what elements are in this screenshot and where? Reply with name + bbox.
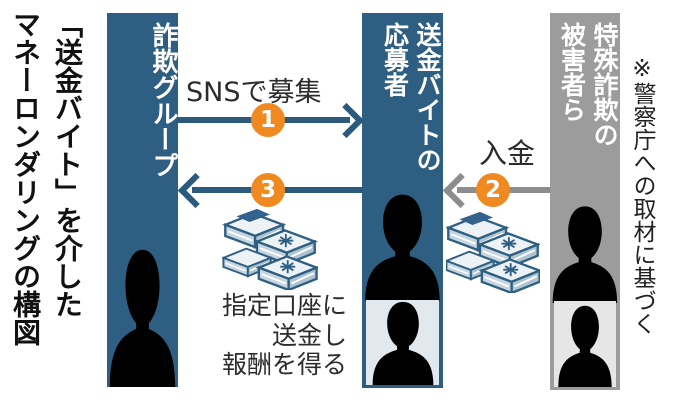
column-fraud-victims: 特殊詐欺の 被害者ら <box>550 13 620 390</box>
banknotes-icon <box>446 211 540 293</box>
arrow-right-icon <box>328 102 365 139</box>
column-remittance-applicants-label: 送金バイトの 応募者 <box>380 22 443 172</box>
person-silhouette-icon <box>365 194 440 301</box>
source-note: ※警察庁への取材に基づく <box>629 56 655 335</box>
applicant-card <box>366 300 439 385</box>
column-remittance-applicants: 送金バイトの 応募者 <box>362 13 443 388</box>
person-silhouette-icon <box>109 249 176 387</box>
step-2-badge: 2 <box>476 173 510 207</box>
banknotes-icon <box>222 208 318 290</box>
victim-card <box>554 301 616 387</box>
person-silhouette-icon <box>552 206 618 303</box>
step-1-badge: 1 <box>251 103 285 137</box>
person-silhouette-icon <box>558 305 612 387</box>
flow-deposit-label: 入金 <box>479 137 536 170</box>
column-fraud-victims-label: 特殊詐欺の 被害者ら <box>557 22 620 147</box>
flow-recruit-label: SNSで募集 <box>186 77 322 108</box>
step-3-badge: 3 <box>251 173 285 207</box>
person-silhouette-icon <box>372 301 433 385</box>
column-fraud-group-label: 詐欺グループ <box>148 22 178 178</box>
column-fraud-group: 詐欺グループ <box>107 13 178 387</box>
diagram-title: 「送金バイト」を介した マネーロンダリングの構図 <box>9 10 84 346</box>
flow-remit-label: 指定口座に 送金し 報酬を得る <box>221 291 347 379</box>
